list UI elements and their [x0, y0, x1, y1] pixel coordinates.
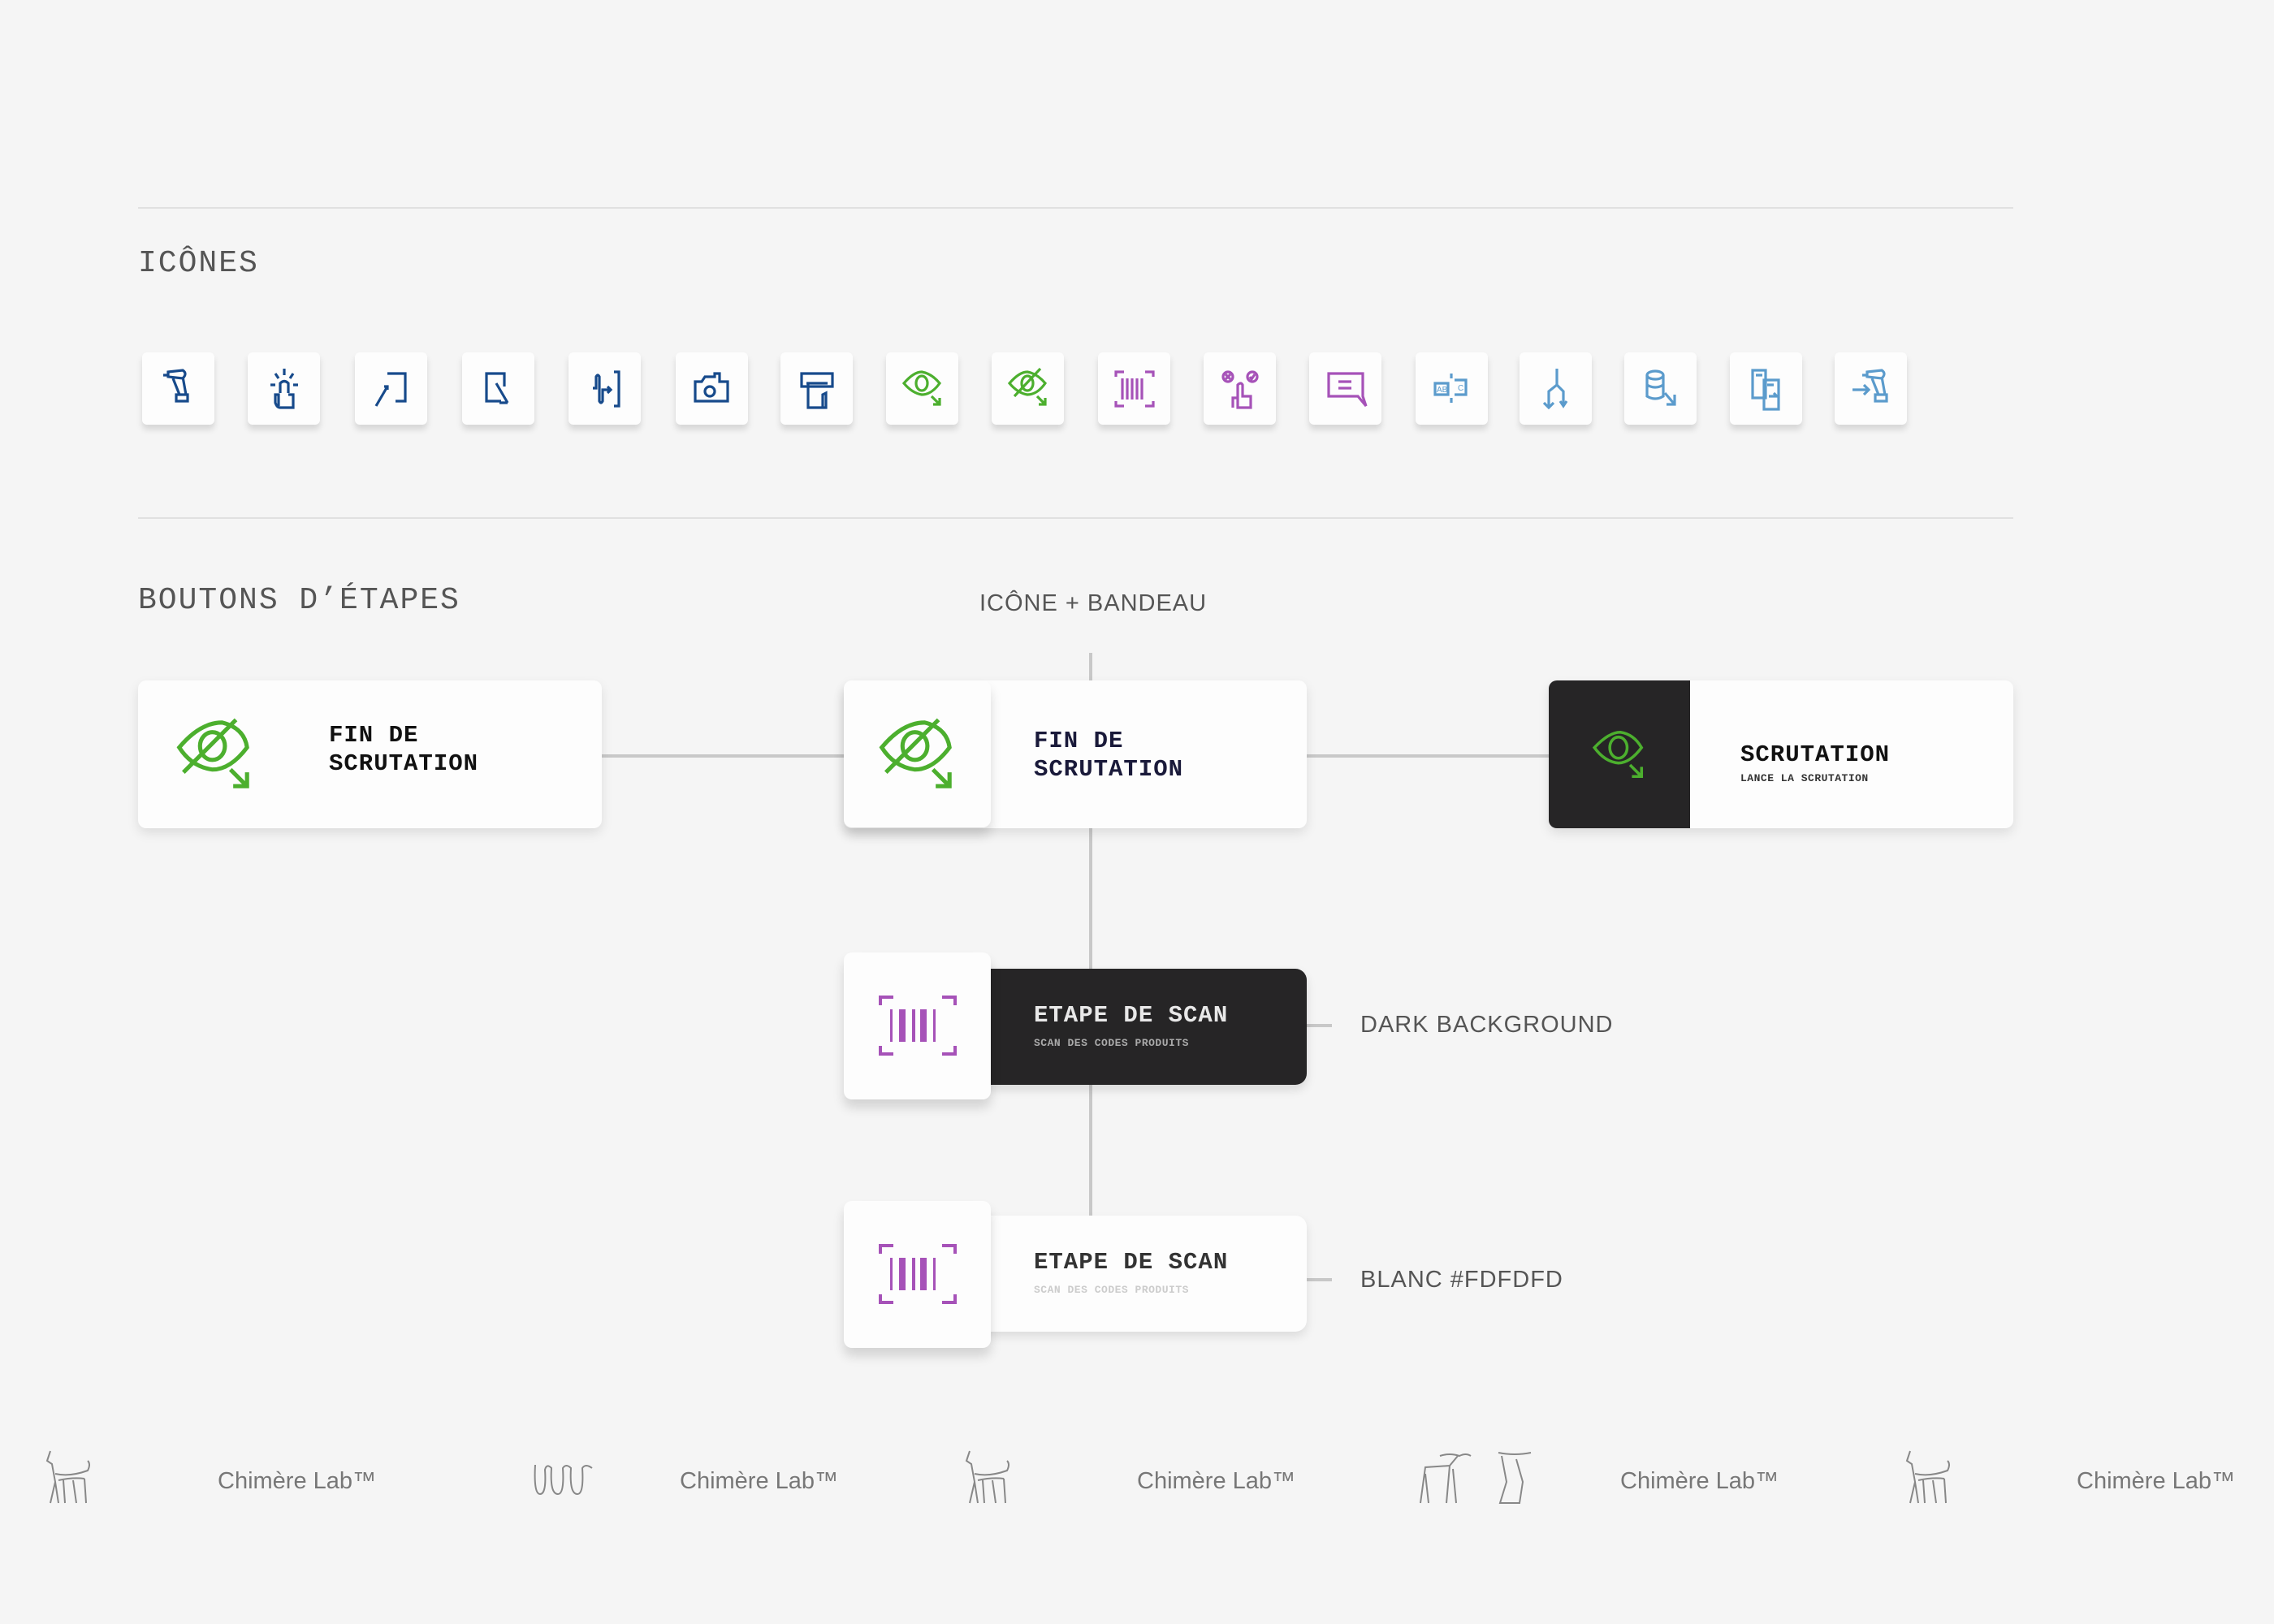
camera-icon: [693, 371, 729, 403]
step-button-scan-white[interactable]: ETAPE DE SCAN SCAN DES CODES PRODUITS: [975, 1216, 1307, 1332]
button-subtitle: SCAN DES CODES PRODUITS: [1034, 1037, 1189, 1049]
icon-tile[interactable]: [1520, 352, 1592, 425]
icon-tile[interactable]: AB C: [1416, 352, 1488, 425]
ocr-text-icon: AB C: [1433, 373, 1468, 403]
arrow-out-icon: [484, 371, 508, 404]
barcode-icon: [1113, 369, 1155, 408]
footer-brand: Chimère Lab™: [680, 1468, 839, 1494]
tap-touch-icon: [270, 368, 298, 409]
connector: [1307, 1278, 1332, 1281]
step-button-scan-dark[interactable]: ETAPE DE SCAN SCAN DES CODES PRODUITS: [975, 969, 1307, 1085]
svg-text:C: C: [1458, 384, 1463, 393]
icon-tile[interactable]: [992, 352, 1064, 425]
icon-tile[interactable]: [1835, 352, 1907, 425]
variant-label: ICÔNE + BANDEAU: [979, 590, 1208, 616]
footer-brand: Chimère Lab™: [218, 1468, 377, 1494]
icon-tile[interactable]: [676, 352, 748, 425]
button-title: ETAPE DE SCAN: [1034, 1002, 1229, 1029]
icon-tile[interactable]: [142, 352, 214, 425]
barcode-icon: [878, 1243, 957, 1304]
deer-logo-icon: [45, 1450, 90, 1504]
icon-tile[interactable]: [1098, 352, 1170, 425]
scanner-gun-icon: [162, 368, 189, 403]
eye-scan-icon: [1592, 730, 1644, 779]
transfer-icon: [592, 369, 620, 408]
divider: [138, 517, 2013, 519]
icon-tile[interactable]: [1730, 352, 1802, 425]
printer-icon: [799, 371, 834, 409]
database-export-icon: [1645, 369, 1676, 406]
icon-tile: [844, 680, 991, 827]
variant-note: DARK BACKGROUND: [1360, 1012, 1614, 1038]
eye-off-scan-icon: [1007, 367, 1047, 406]
button-title-line2: SCRUTATION: [1034, 756, 1184, 783]
footer-brand: Chimère Lab™: [2077, 1468, 2236, 1494]
icon-tile[interactable]: [1309, 352, 1381, 425]
icon-tile[interactable]: [568, 352, 641, 425]
choice-tap-icon: [1221, 369, 1259, 409]
serpent-logo-icon: [534, 1464, 593, 1496]
buttons-section-title: BOUTONS D’ÉTAPES: [138, 583, 460, 618]
eye-scan-icon: [901, 369, 941, 406]
deer-logo-icon: [1905, 1450, 1950, 1504]
icon-tile[interactable]: [780, 352, 853, 425]
eye-off-scan-icon: [879, 718, 952, 788]
connector: [1307, 754, 1549, 758]
split-arrow-icon: [1542, 368, 1567, 409]
svg-text:AB: AB: [1437, 386, 1448, 395]
icons-section-title: ICÔNES: [138, 246, 259, 281]
icon-tile: [844, 952, 991, 1099]
icon-tile[interactable]: [462, 352, 534, 425]
icon-tile: [844, 1201, 991, 1348]
button-title-line1: FIN DE: [1034, 728, 1124, 754]
icon-tile[interactable]: [886, 352, 958, 425]
footer-brand: Chimère Lab™: [1620, 1468, 1779, 1494]
comment-icon: [1326, 371, 1368, 407]
icon-tile[interactable]: [1624, 352, 1697, 425]
button-subtitle: LANCE LA SCRUTATION: [1740, 772, 1869, 784]
connector: [602, 754, 844, 758]
icon-tile[interactable]: [355, 352, 427, 425]
footer-brand: Chimère Lab™: [1137, 1468, 1296, 1494]
button-title-line1: FIN DE: [329, 722, 419, 749]
connector-vertical: [1089, 653, 1092, 1216]
button-title: SCRUTATION: [1740, 741, 1891, 768]
icon-tile[interactable]: [248, 352, 320, 425]
divider: [138, 207, 2013, 209]
icon-panel-dark: [1549, 680, 1690, 828]
variant-note: BLANC #FDFDFD: [1360, 1267, 1563, 1293]
button-title-line2: SCRUTATION: [329, 750, 479, 777]
arrow-in-icon: [374, 371, 407, 407]
step-button-scrutation[interactable]: SCRUTATION LANCE LA SCRUTATION: [1549, 680, 2013, 828]
documents-transfer-icon: [1750, 368, 1780, 411]
eye-off-scan-icon: [176, 718, 249, 788]
button-subtitle: SCAN DES CODES PRODUITS: [1034, 1284, 1189, 1296]
scanner-input-icon: [1852, 368, 1888, 403]
icon-tile[interactable]: [1204, 352, 1276, 425]
connector: [1307, 1024, 1332, 1027]
deer-logo-icon: [965, 1450, 1009, 1504]
button-title: ETAPE DE SCAN: [1034, 1249, 1229, 1276]
barcode-icon: [878, 995, 957, 1056]
hunter-deer-logo-icon: [1420, 1452, 1532, 1504]
